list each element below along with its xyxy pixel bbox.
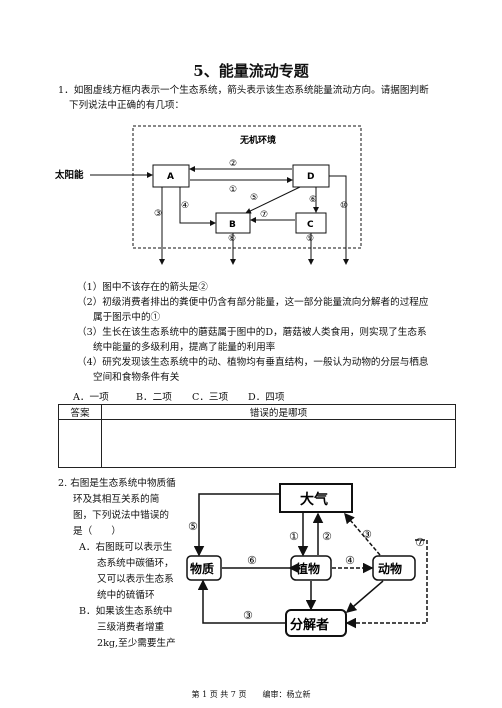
statement-2-cont: 属于图示中的① bbox=[93, 312, 161, 323]
statement-4-cont: 空间和食物条件有关 bbox=[93, 372, 180, 383]
answer-col-header: 答案 bbox=[58, 404, 102, 420]
arrow-num-8: ⑧ bbox=[228, 234, 236, 244]
q2-arrow-num-1: ① bbox=[289, 530, 299, 543]
arrow-num-4: ④ bbox=[181, 201, 189, 211]
q1-stem-line1: 1．如图虚线方框内表示一个生态系统，箭头表示该生态系统能量流动方向。请据图判断 bbox=[58, 85, 429, 96]
q2-option-a-4: 统中的硫循环 bbox=[97, 590, 155, 601]
q2-option-a-1: A．右图既可以表示生 bbox=[79, 542, 173, 553]
answer-table: 答案 错误的是哪项 bbox=[58, 404, 456, 468]
q1-stem-line2: 下列说法中正确的有几项： bbox=[69, 100, 185, 111]
statement-1: （1）图中不该存在的箭头是② bbox=[77, 282, 208, 293]
q2-option-a-3: 又可以表示生态系 bbox=[97, 574, 174, 585]
matter-cycle-diagram: 大气 物质 植物 动物 分解者 ① ② ③ ④ ⑥ ⑤ ③ ⑦ bbox=[186, 483, 428, 637]
sun-label: 太阳能 bbox=[55, 169, 84, 181]
arrow-num-10: ⑩ bbox=[340, 201, 348, 211]
option-c: C．三项 bbox=[192, 392, 229, 403]
wrong-col-header: 错误的是哪项 bbox=[101, 404, 456, 420]
plant-label: 植物 bbox=[295, 561, 320, 576]
env-label: 无机环境 bbox=[239, 134, 276, 146]
q2-arrow-num-7: ⑦ bbox=[415, 536, 425, 549]
node-b-label: B bbox=[229, 220, 236, 230]
statement-2: （2）初级消费者排出的粪便中仍含有部分能量，这一部分能量流向分解者的过程应 bbox=[77, 297, 429, 308]
node-a bbox=[152, 164, 190, 188]
box-atmosphere bbox=[279, 483, 353, 513]
decomposer-label: 分解者 bbox=[290, 617, 329, 633]
page-title: 5、能量流动专题 bbox=[193, 62, 309, 80]
q2-line2: 环及其相互关系的简 bbox=[73, 494, 160, 505]
page-footer: 第 1 页 共 7 页 编审：杨立新 bbox=[191, 690, 311, 699]
arrow-num-1: ① bbox=[229, 185, 237, 195]
q2-arrow-num-4: ④ bbox=[345, 554, 355, 567]
q2-arrow-num-2: ② bbox=[322, 530, 332, 543]
q2-option-b-2: 三级消费者增重 bbox=[97, 622, 165, 633]
node-d-label: D bbox=[307, 172, 314, 182]
arrow-num-5: ⑤ bbox=[250, 193, 258, 203]
q2-option-b-1: B．如果该生态系统中 bbox=[79, 606, 173, 617]
q2-line3: 图，下列说法中错误的 bbox=[73, 510, 169, 521]
statement-4: （4）研究发现该生态系统中的动、植物均有垂直结构，一般认为动物的分层与栖息 bbox=[77, 357, 429, 368]
energy-flow-diagram: 无机环境 太阳能 A D B C ② ① ③ ④ ⑤ ⑥ ⑦ ⑧ ⑨ ⑩ bbox=[55, 125, 362, 265]
q2-option-a-2: 态系统中碳循环， bbox=[97, 558, 174, 569]
q2-arrow-num-3: ③ bbox=[243, 609, 253, 622]
statement-3: （3）生长在该生态系统中的蘑菇属于图中的D，蘑菇被人类食用，则实现了生态系 bbox=[77, 327, 427, 338]
arrow-num-9: ⑨ bbox=[306, 234, 314, 244]
node-a-label: A bbox=[167, 172, 174, 182]
node-c-label: C bbox=[307, 220, 314, 230]
atmosphere-label: 大气 bbox=[300, 491, 328, 508]
q2-line4: 是（ ） bbox=[73, 526, 121, 537]
arrow-num-3: ③ bbox=[154, 209, 162, 219]
q2-line1: 2. 右图是生态系统中物质循 bbox=[58, 478, 176, 489]
option-d: D．四项 bbox=[248, 392, 285, 403]
arrow-num-6: ⑥ bbox=[309, 195, 317, 205]
arrow-num-7: ⑦ bbox=[260, 210, 268, 220]
option-b: B．二项 bbox=[136, 392, 172, 403]
q2-arrow-num-5: ⑤ bbox=[188, 520, 198, 533]
arrow-num-2: ② bbox=[229, 159, 237, 169]
statement-3-cont: 统中能量的多级利用，提高了能量的利用率 bbox=[93, 342, 276, 353]
matter-label: 物质 bbox=[190, 561, 214, 576]
answer-cell[interactable] bbox=[58, 419, 102, 468]
q2-arrow-num-6: ⑥ bbox=[247, 554, 257, 567]
animal-label: 动物 bbox=[378, 561, 402, 576]
wrong-item-cell[interactable] bbox=[101, 419, 456, 468]
q2-arrow-num-3-top: ③ bbox=[362, 528, 372, 541]
q2-option-b-3: 2kg,至少需要生产 bbox=[97, 638, 176, 649]
option-a: A．一项 bbox=[73, 392, 109, 403]
